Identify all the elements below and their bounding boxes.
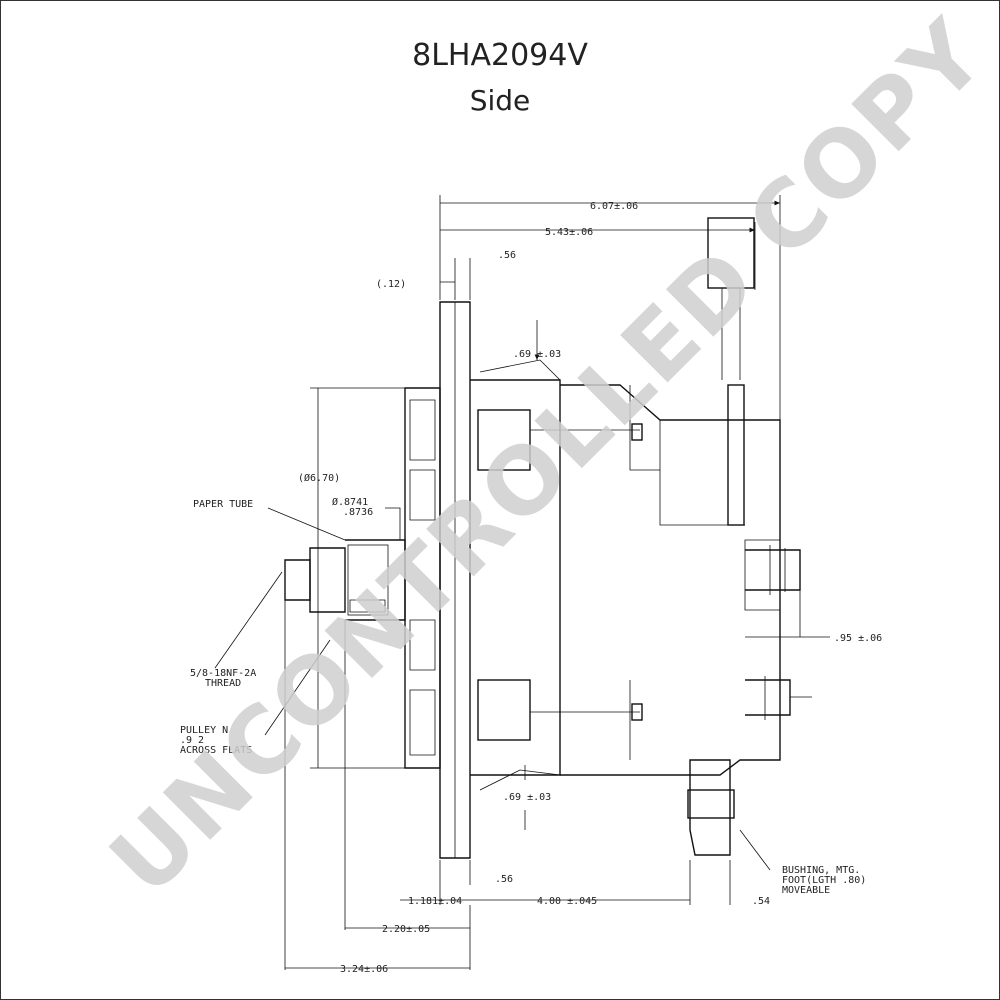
callout-pulley-nut-line3: ACROSS FLATS [180, 745, 252, 756]
dim-shaft-to-flange: 2.20±.05 [382, 924, 430, 935]
callout-paper-tube: PAPER TUBE [193, 499, 253, 510]
dimension-lines [214, 195, 830, 970]
callout-pulley-nut-line1: PULLEY N [180, 725, 228, 736]
dim-flange-spacing: 4.00 ±.045 [537, 896, 597, 907]
dim-flange-thickness-bottom: .56 [495, 874, 513, 885]
dim-shaft-diameter-max: Ø.8741 [332, 496, 368, 508]
dim-terminal-offset: .95 ±.06 [834, 633, 882, 644]
callout-labels: PAPER TUBE 5/8-18NF-2A THREAD PULLEY N .… [180, 499, 866, 896]
callout-bushing-line2: FOOT(LGTH .80) [782, 875, 866, 886]
dim-flange-thickness-top: .56 [498, 250, 516, 261]
dim-pulley-diameter: (Ø6.70) [298, 472, 340, 484]
callout-bushing-line3: MOVEABLE [782, 885, 830, 896]
dim-overall-length: 6.07±.06 [590, 201, 638, 212]
dim-shaft-diameter-min: .8736 [343, 507, 373, 518]
alternator-body [284, 217, 812, 859]
dimension-labels: 6.07±.06 5.43±.06 .56 (.12) .69 ±.03 (Ø6… [298, 201, 882, 975]
dim-boss-height-top: .69 ±.03 [513, 349, 561, 360]
drawing-subtitle: Side [469, 84, 531, 117]
callout-bushing-line1: BUSHING, MTG. [782, 865, 860, 876]
callout-thread-line2: THREAD [205, 678, 241, 689]
dim-shaft-end-to-flange: 3.24±.06 [340, 964, 388, 975]
watermark: UNCONTROLLED COPY [90, 0, 1000, 916]
dim-boss-height-bottom: .69 ±.03 [503, 792, 551, 803]
dim-to-terminal: 5.43±.06 [545, 227, 593, 238]
dim-offset: (.12) [376, 279, 406, 290]
dim-front-to-flange: 1.181±.04 [408, 896, 462, 907]
dim-foot-width: .54 [752, 896, 770, 907]
callout-pulley-nut-line2: .9 2 [180, 735, 204, 746]
callout-thread-line1: 5/8-18NF-2A [190, 668, 256, 679]
drawing-title: 8LHA2094V [412, 38, 588, 73]
